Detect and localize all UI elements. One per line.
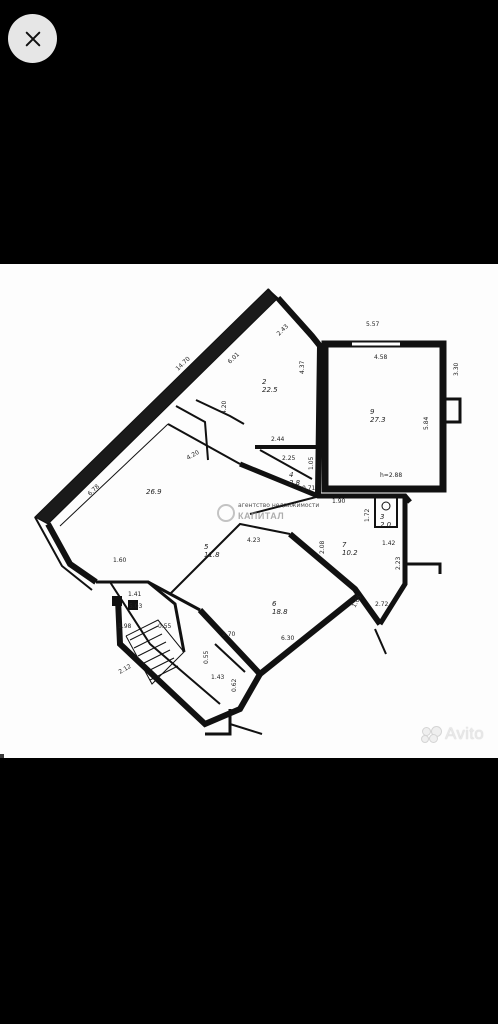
dim-label: 2.23 bbox=[395, 556, 402, 570]
dim-label: 3.30 bbox=[453, 362, 460, 376]
dim-label: 4.37 bbox=[299, 360, 306, 374]
close-icon bbox=[25, 31, 40, 46]
dim-label: 0.55 bbox=[203, 650, 210, 664]
avito-watermark: Avito bbox=[421, 724, 484, 744]
dim-label: 4.23 bbox=[247, 537, 261, 544]
dim-label: 0.55 bbox=[158, 623, 172, 630]
dim-label: 2.43 bbox=[276, 323, 291, 337]
close-button[interactable] bbox=[8, 14, 57, 63]
dim-label: 4.20 bbox=[186, 449, 201, 462]
dim-label: 4.20 bbox=[221, 400, 228, 414]
dim-label: 2.72 bbox=[375, 601, 389, 608]
agency-watermark: агентство недвижимости КАПИТАЛ bbox=[217, 502, 319, 522]
dim-label: 4.58 bbox=[374, 354, 388, 361]
dim-label: 1.60 bbox=[113, 557, 127, 564]
agency-logo-icon bbox=[217, 504, 235, 522]
dim-label: 6.30 bbox=[281, 635, 295, 642]
dim-label: 1.42 bbox=[382, 540, 396, 547]
dim-label: 1.41 bbox=[128, 591, 142, 598]
dim-label: 5.57 bbox=[366, 321, 380, 328]
floor-plan-photo[interactable]: 14.70 6.01 2.43 4.37 4.20 2.44 2.25 1.05… bbox=[0, 264, 498, 758]
dim-label: 1.72 bbox=[364, 508, 371, 522]
floor-plan-drawing: 14.70 6.01 2.43 4.37 4.20 2.44 2.25 1.05… bbox=[34, 288, 462, 736]
dim-label: 1.90 bbox=[332, 498, 346, 505]
watermark-tagline: агентство недвижимости bbox=[238, 502, 319, 509]
dim-label: 1.05 bbox=[308, 456, 315, 470]
dim-label: 1.98 bbox=[118, 623, 132, 630]
dim-label: 1.43 bbox=[211, 674, 225, 681]
dim-label: 0.71 bbox=[302, 485, 316, 492]
dim-label: 6.78 bbox=[87, 483, 102, 497]
dim-label: 5.84 bbox=[423, 416, 430, 430]
dim-label: 5.03 bbox=[129, 603, 143, 610]
dim-label: 6.01 bbox=[227, 351, 242, 365]
room-label: 26.9 bbox=[146, 488, 162, 496]
avito-brand: Avito bbox=[445, 724, 484, 743]
dim-label: 2.08 bbox=[319, 540, 326, 554]
dim-label: 0.62 bbox=[231, 678, 238, 692]
ceiling-height-label: h=2.88 bbox=[380, 472, 402, 479]
dim-label: 2.12 bbox=[118, 663, 133, 676]
photo-edge-bar bbox=[0, 754, 4, 758]
watermark-brand: КАПИТАЛ bbox=[238, 511, 284, 521]
dim-label: 2.70 bbox=[222, 631, 236, 638]
dim-label: 2.44 bbox=[271, 436, 285, 443]
dim-label: 2.25 bbox=[282, 455, 296, 462]
avito-dots-icon bbox=[421, 726, 442, 743]
